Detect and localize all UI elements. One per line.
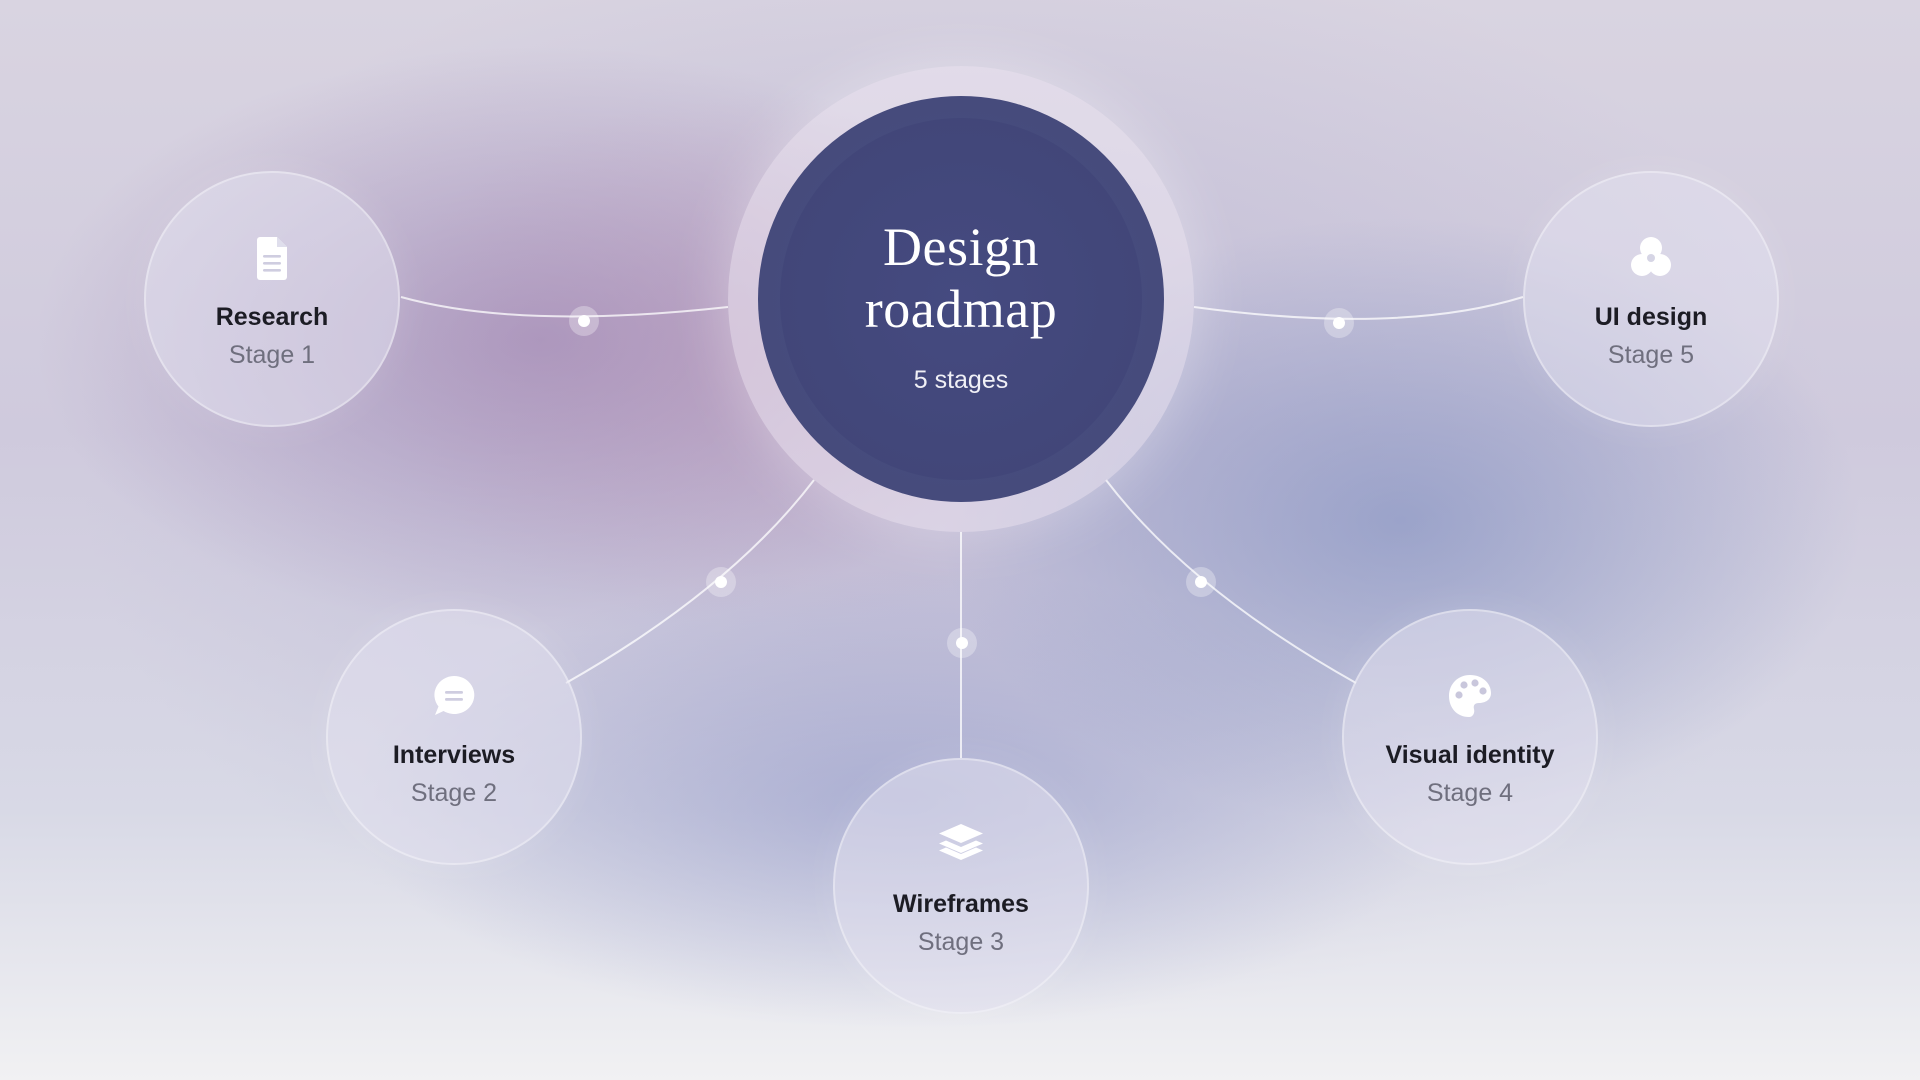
hub-title: Design roadmap xyxy=(758,216,1164,340)
stage-title: Interviews xyxy=(392,741,516,769)
document-icon xyxy=(257,237,287,280)
connector-visual-identity xyxy=(1105,479,1357,684)
stage-node-wireframes[interactable]: Wireframes Stage 3 xyxy=(833,758,1089,1014)
connector-dot-ui-design xyxy=(1324,308,1354,338)
shapes-icon xyxy=(1631,237,1671,276)
hub-title-line1: Design xyxy=(883,217,1039,277)
stage-node-research[interactable]: Research Stage 1 xyxy=(144,171,400,427)
connector-dot-wireframes xyxy=(947,628,977,658)
connector-ui-design xyxy=(1193,296,1524,320)
stage-title: Visual identity xyxy=(1385,741,1555,769)
stage-label: Stage 2 xyxy=(410,779,498,807)
connector-interviews xyxy=(565,479,815,684)
stage-label: Stage 5 xyxy=(1607,341,1695,369)
connector-dot-interviews xyxy=(706,567,736,597)
hub-circle: Design roadmap 5 stages xyxy=(758,96,1164,502)
stage-title: UI design xyxy=(1594,303,1708,331)
stage-title: Research xyxy=(215,303,329,331)
stage-node-ui-design[interactable]: UI design Stage 5 xyxy=(1523,171,1779,427)
connector-dot-visual-identity xyxy=(1186,567,1216,597)
chat-bubble-icon xyxy=(434,675,475,715)
hub-title-line2: roadmap xyxy=(864,279,1058,339)
stage-node-visual-identity[interactable]: Visual identity Stage 4 xyxy=(1342,609,1598,865)
palette-icon xyxy=(1449,675,1491,717)
stage-label: Stage 1 xyxy=(228,341,316,369)
stage-label: Stage 3 xyxy=(917,928,1005,956)
connector-research xyxy=(400,296,729,318)
stage-label: Stage 4 xyxy=(1426,779,1514,807)
stage-node-interviews[interactable]: Interviews Stage 2 xyxy=(326,609,582,865)
stage-title: Wireframes xyxy=(893,890,1029,918)
connector-dot-research xyxy=(569,306,599,336)
hub-subtitle: 5 stages xyxy=(913,366,1009,394)
layers-icon xyxy=(939,824,983,860)
